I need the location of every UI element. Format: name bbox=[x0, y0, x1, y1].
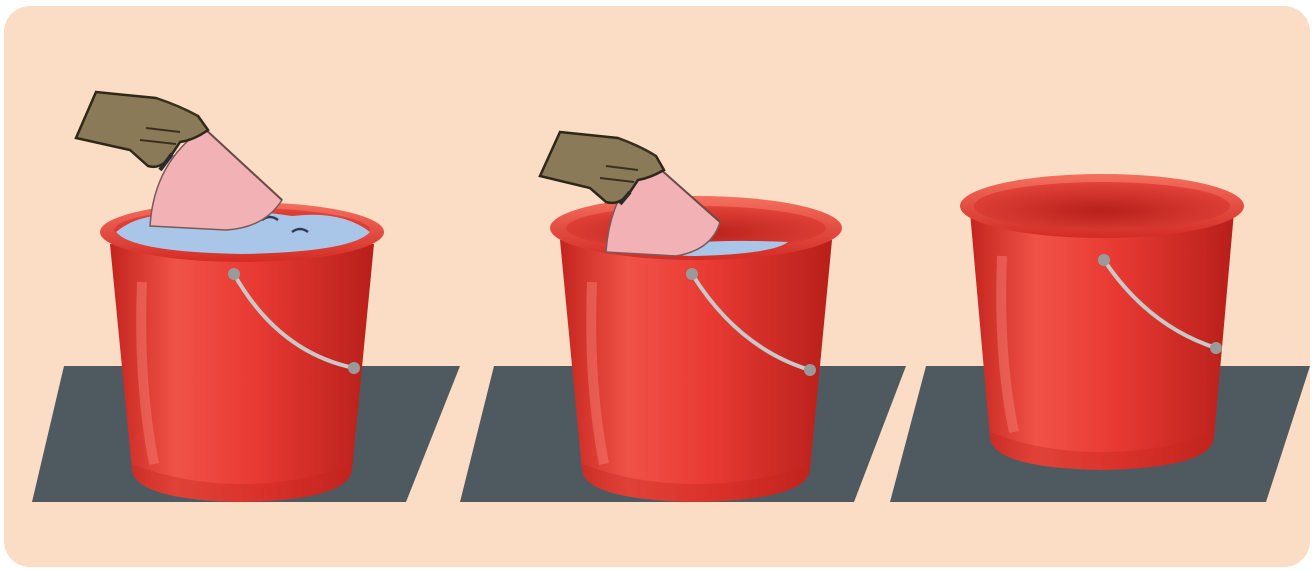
illustration-panel bbox=[4, 6, 1310, 567]
bucket bbox=[960, 174, 1244, 470]
illustration-svg bbox=[4, 6, 1310, 567]
bucket bbox=[100, 202, 384, 502]
